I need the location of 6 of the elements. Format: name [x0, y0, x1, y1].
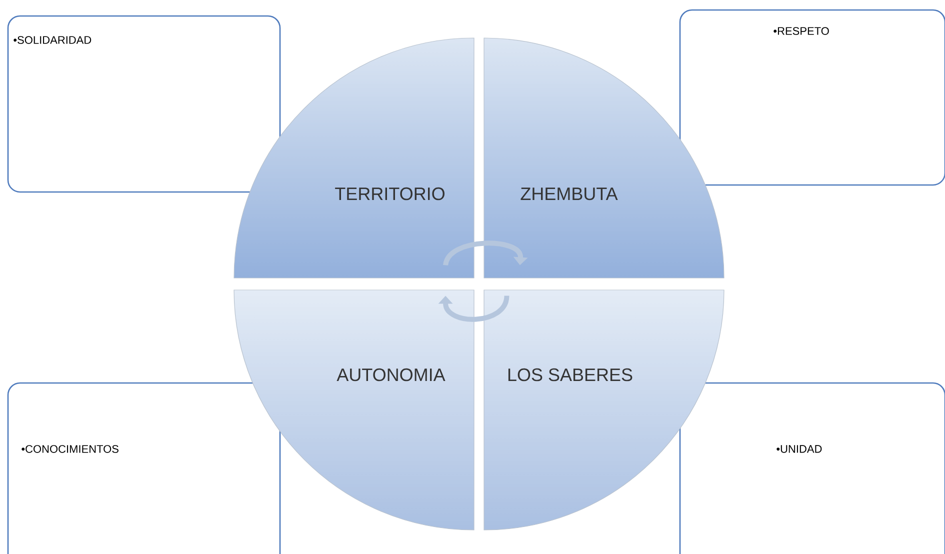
quadrant: LOS SABERES: [484, 290, 724, 530]
text-box: •CONOCIMIENTOS: [7, 382, 281, 554]
curved-arrow: [438, 295, 510, 322]
text-box: •RESPETO: [679, 9, 945, 186]
text-box: •SOLIDARIDAD: [7, 15, 281, 193]
text-box: •UNIDAD: [679, 382, 945, 554]
